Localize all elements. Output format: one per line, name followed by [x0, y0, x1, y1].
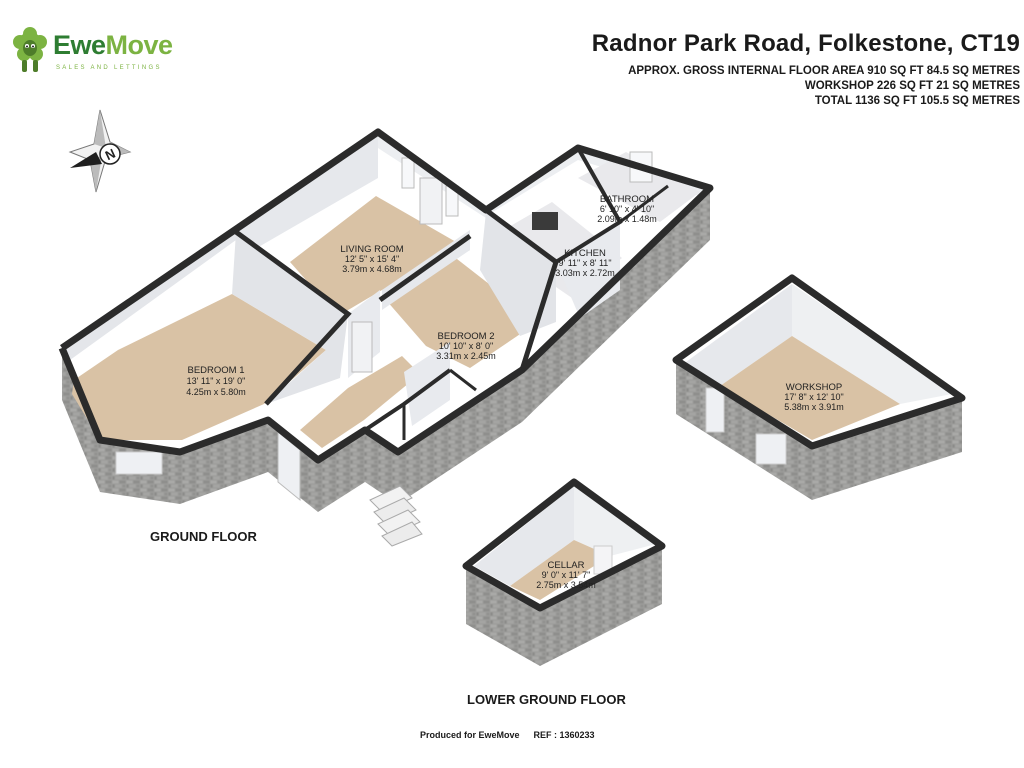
room-label-bedroom-2: BEDROOM 2 — [437, 331, 494, 342]
floor-workshop — [720, 336, 900, 440]
room-label-bathroom: BATHROOM — [600, 194, 654, 205]
sheep-logo-icon — [13, 27, 47, 72]
inner-wall — [236, 134, 378, 260]
room-dims-imperial: 10' 10" x 8' 0" — [439, 341, 493, 351]
inner-wall — [686, 284, 792, 386]
room-label-living-room: LIVING ROOM — [340, 244, 403, 255]
inner-wall — [792, 284, 952, 404]
room-dims-imperial: 17' 8" x 12' 10" — [784, 392, 843, 402]
property-address: Radnor Park Road, Folkestone, CT19 — [591, 30, 1020, 57]
room-dims-metric: 2.09m x 1.48m — [597, 214, 657, 224]
total-area: TOTAL 1136 SQ FT 105.5 SQ METRES — [814, 95, 1020, 107]
wall-outline — [672, 274, 966, 450]
cellar-plan: CELLAR 9' 0" x 11' 7" 2.75m x 3.54m — [462, 478, 666, 666]
room-dims-metric: 3.79m x 4.68m — [342, 264, 402, 274]
inner-wall — [474, 486, 574, 586]
inner-wall — [574, 486, 656, 556]
window — [401, 157, 415, 189]
kitchen-unit — [532, 212, 558, 230]
room-label-workshop: WORKSHOP — [786, 382, 842, 393]
wall-outline — [619, 184, 669, 224]
brand-name: EweMove — [53, 30, 173, 60]
gross-floor-area: APPROX. GROSS INTERNAL FLOOR AREA 910 SQ… — [628, 65, 1020, 77]
room-dims-imperial: 9' 0" x 11' 7" — [542, 570, 591, 580]
floor-living-room — [290, 196, 470, 316]
produced-for: Produced for EweMove — [420, 730, 520, 740]
stairs — [369, 485, 423, 547]
window — [115, 451, 163, 475]
room-dims-metric: 2.75m x 3.54m — [536, 580, 596, 590]
room-label-cellar: CELLAR — [548, 560, 585, 571]
floor-hall — [300, 356, 420, 448]
wall-outline — [234, 229, 352, 406]
room-dims-metric: 3.03m x 2.72m — [555, 268, 615, 278]
floor-bedroom-1 — [72, 294, 326, 440]
inner-wall — [232, 232, 348, 404]
room-dims-metric: 5.38m x 3.91m — [784, 402, 844, 412]
room-dims-imperial: 12' 5" x 15' 4" — [345, 254, 399, 264]
brand-tagline: SALES AND LETTINGS — [56, 65, 162, 71]
brick-wall — [466, 566, 540, 666]
room-dims-imperial: 9' 11" x 8' 11" — [558, 258, 611, 268]
floor-bathroom — [578, 152, 700, 222]
brick-wall — [540, 546, 662, 666]
window — [755, 433, 787, 465]
wall-outline — [462, 478, 666, 612]
floor-cellar — [510, 540, 610, 600]
compass-icon: N — [68, 109, 132, 193]
door — [351, 321, 373, 373]
brick-wall — [522, 188, 710, 422]
brick-wall — [318, 430, 365, 512]
room-label-kitchen: KITCHEN — [564, 248, 606, 259]
room-dims-metric: 3.31m x 2.45m — [436, 351, 496, 361]
inner-wall — [480, 212, 556, 336]
brick-wall — [398, 370, 522, 504]
floor-label-lower-ground: LOWER GROUND FLOOR — [467, 692, 626, 707]
wall-outline — [449, 368, 477, 392]
brick-wall — [812, 398, 962, 500]
room-dims-imperial: 13' 11" x 19' 0" — [187, 376, 246, 386]
inner-wall — [404, 342, 450, 426]
brick-wall — [180, 420, 268, 504]
wall-outline — [378, 233, 472, 303]
room-label-bedroom-1: BEDROOM 1 — [187, 365, 244, 376]
ground-floor-plan: BEDROOM 1 13' 11" x 19' 0" 4.25m x 5.80m… — [58, 128, 714, 547]
footer-credit: Produced for EweMove REF : 1360233 — [420, 730, 595, 740]
floor-label-ground: GROUND FLOOR — [150, 529, 257, 544]
inner-wall — [62, 232, 236, 360]
brick-wall — [62, 348, 100, 492]
room-dims-metric: 4.25m x 5.80m — [186, 387, 246, 397]
workshop-plan: WORKSHOP 17' 8" x 12' 10" 5.38m x 3.91m — [672, 274, 966, 500]
door — [705, 387, 725, 433]
workshop-area: WORKSHOP 226 SQ FT 21 SQ METRES — [804, 80, 1020, 92]
door — [419, 177, 443, 225]
reference-number: REF : 1360233 — [533, 730, 595, 740]
room-dims-imperial: 6' 10" x 4' 10" — [600, 204, 654, 214]
